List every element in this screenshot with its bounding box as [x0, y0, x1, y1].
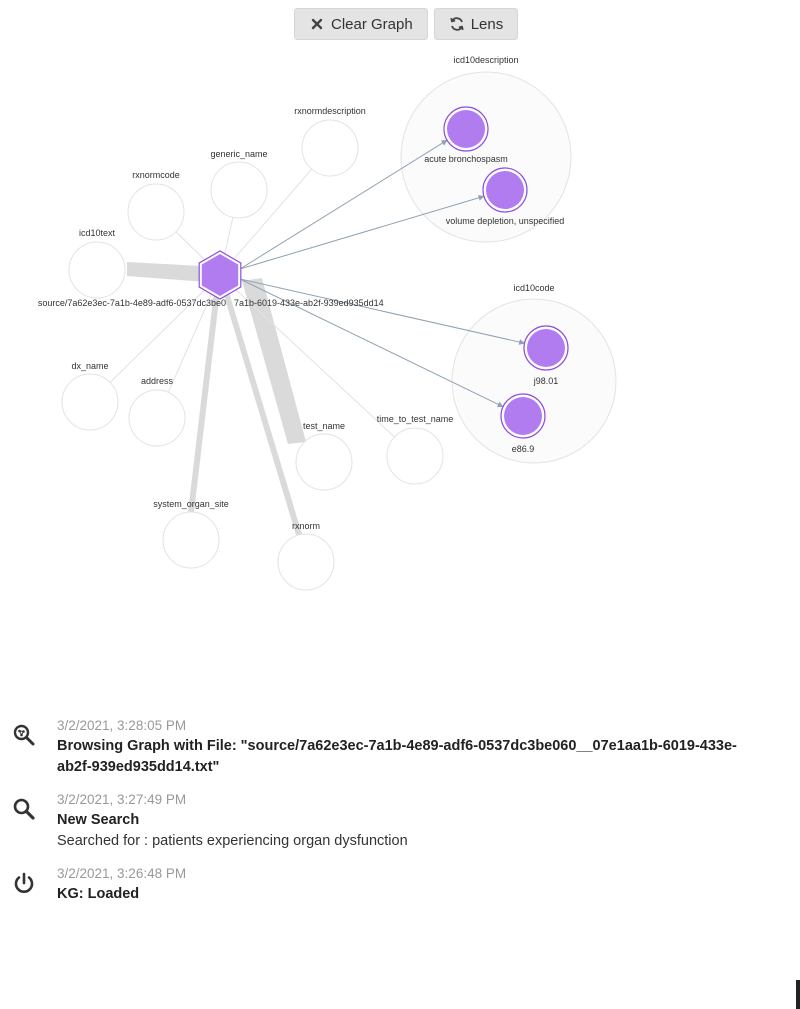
- property-node[interactable]: [128, 389, 186, 447]
- entity-node[interactable]: [447, 110, 485, 148]
- property-node-label: test_name: [303, 421, 345, 431]
- log-detail: Searched for : patients experiencing org…: [57, 833, 408, 849]
- lens-button[interactable]: Lens: [433, 8, 519, 40]
- log-title: Browsing Graph with File: "source/7a62e3…: [57, 738, 737, 775]
- entity-node-label: acute bronchospasm: [424, 154, 508, 164]
- property-node[interactable]: [61, 373, 119, 431]
- property-node-label: system_organ_site: [153, 499, 229, 509]
- property-node[interactable]: [301, 119, 359, 177]
- close-icon: [309, 16, 325, 32]
- property-node-label: generic_name: [210, 149, 267, 159]
- entity-node-label: e86.9: [512, 444, 535, 454]
- property-node-label: time_to_test_name: [377, 414, 454, 424]
- log-title: KG: Loaded: [57, 886, 140, 902]
- property-node[interactable]: [277, 533, 335, 591]
- source-node[interactable]: [201, 254, 239, 296]
- search-icon: [12, 797, 36, 821]
- relation-edge: [239, 194, 485, 270]
- refresh-icon: [449, 16, 465, 32]
- band-link: [127, 262, 220, 283]
- clear-graph-label: Clear Graph: [331, 15, 413, 33]
- property-node-label: dx_name: [71, 361, 108, 371]
- property-link: [89, 274, 221, 403]
- log-timestamp: 3/2/2021, 3:28:05 PM: [57, 718, 187, 733]
- graph-toolbar: Clear Graph Lens: [294, 8, 519, 40]
- graph-search-icon: [12, 723, 36, 747]
- lens-label: Lens: [470, 15, 504, 33]
- entity-node[interactable]: [527, 329, 565, 367]
- entity-node[interactable]: [504, 397, 542, 435]
- property-node[interactable]: [295, 433, 353, 491]
- property-node-label: icd10text: [79, 228, 116, 238]
- property-node[interactable]: [127, 183, 185, 241]
- relation-edge: [239, 139, 448, 270]
- log-timestamp: 3/2/2021, 3:27:49 PM: [57, 792, 187, 807]
- log-timestamp: 3/2/2021, 3:26:48 PM: [57, 866, 187, 881]
- clear-graph-button[interactable]: Clear Graph: [294, 8, 428, 40]
- power-icon: [12, 871, 36, 895]
- entity-node-label: volume depletion, unspecified: [446, 216, 565, 226]
- property-node-label: rxnormdescription: [294, 106, 366, 116]
- property-node-label: rxnormcode: [132, 170, 180, 180]
- group-label: icd10code: [513, 283, 554, 293]
- relation-edge: [239, 278, 526, 345]
- property-node-label: address: [141, 376, 174, 386]
- source-node-label: 7a1b-6019-433e-ab2f-939ed935dd14: [234, 298, 384, 308]
- entity-node-label: j98.01: [533, 376, 559, 386]
- relation-edge: [239, 278, 504, 408]
- log-entry: 3/2/2021, 3:27:49 PM New Search Searched…: [0, 789, 800, 852]
- band-link: [222, 289, 302, 535]
- property-link: [219, 274, 416, 457]
- log-title: New Search: [57, 812, 140, 828]
- group-label: icd10description: [453, 55, 518, 65]
- log-entry: 3/2/2021, 3:26:48 PM KG: Loaded: [0, 863, 800, 905]
- property-node-label: rxnorm: [292, 521, 320, 531]
- property-node[interactable]: [162, 511, 220, 569]
- property-node[interactable]: [210, 161, 268, 219]
- group-container[interactable]: [451, 298, 617, 464]
- band-link: [188, 291, 220, 512]
- property-node[interactable]: [68, 241, 126, 299]
- entity-node[interactable]: [486, 171, 524, 209]
- window-edge: [796, 980, 800, 1009]
- group-container[interactable]: [400, 71, 572, 243]
- source-node-label: source/7a62e3ec-7a1b-4e89-adf6-0537dc3be…: [38, 298, 226, 308]
- knowledge-graph[interactable]: icd10description icd10code rxnormdescript…: [0, 0, 800, 640]
- property-node[interactable]: [386, 427, 444, 485]
- log-entry: 3/2/2021, 3:28:05 PM Browsing Graph with…: [0, 715, 800, 778]
- band-link: [242, 278, 306, 444]
- activity-log: 3/2/2021, 3:28:05 PM Browsing Graph with…: [0, 715, 800, 916]
